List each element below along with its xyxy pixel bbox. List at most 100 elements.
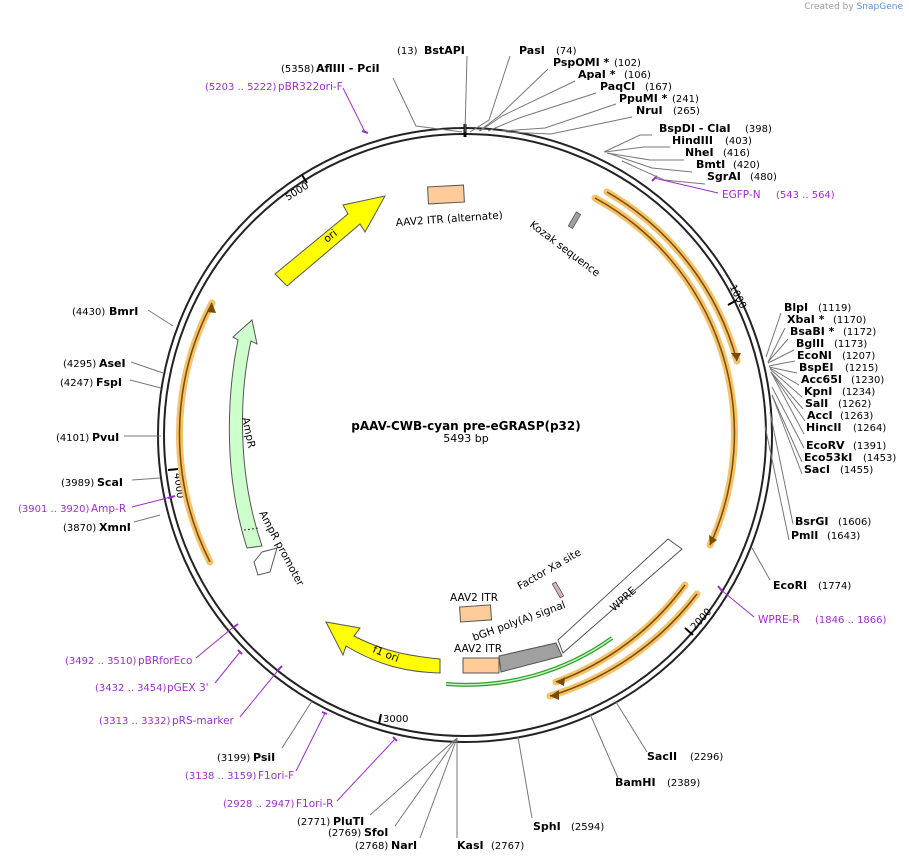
site-labels-text: BspDI - ClaI (659, 122, 731, 135)
tick-3000: 3000 (378, 713, 408, 725)
site-labels-text: PvuI (92, 431, 119, 444)
site-labels-text: SacI (804, 463, 830, 476)
site-pvui: (4101)PvuI (56, 431, 119, 444)
site-labels-text: NheI (685, 146, 714, 159)
primer-labels-text: (3432 .. 3454) (95, 683, 167, 694)
feature-aav2-itr-2: AAV2 ITR (454, 643, 502, 674)
site-labels-text: (1119) (818, 303, 851, 314)
orf-arc-line (555, 584, 686, 683)
site-labels-text: PasI (519, 44, 545, 57)
primer-egfp-n: EGFP-N(543 .. 564) (722, 189, 835, 201)
site-labels-text: BlpI (784, 301, 808, 314)
site-labels-text: (4295) (63, 359, 96, 370)
site-labels-text: (1230) (851, 375, 884, 386)
primer-labels-text: F1ori-F (258, 770, 294, 782)
site-kasi: KasI(2767) (457, 839, 524, 852)
site-pmli: PmlI(1643) (791, 529, 860, 542)
primer-pbr322ori-f: (5203 .. 5222)pBR322ori-F (205, 81, 343, 93)
site-labels-text: (13) (397, 46, 418, 57)
orf-arc-line (594, 197, 736, 546)
site-pspomi: PspOMI *(102) (553, 56, 641, 69)
site-labels-text: PluTI (333, 815, 364, 828)
site-labels-text: BamHI (615, 776, 656, 789)
primer-wpre-r: WPRE-R(1846 .. 1866) (758, 614, 887, 626)
primer-labels-text: (1846 .. 1866) (815, 615, 887, 626)
site-labels-text: (398) (745, 124, 772, 135)
primer-labels-text: pRS-marker (172, 715, 235, 727)
site-labels-text: Eco53kI (804, 451, 852, 464)
site-bstapi: (13) BstAPI (397, 44, 465, 57)
site-labels-text: (416) (723, 148, 750, 159)
primer-labels-text: (3901 .. 3920) (18, 504, 90, 515)
site-bmri: (4430)BmrI (72, 305, 138, 318)
site-labels-text: PaqCI (600, 80, 635, 93)
site-labels-text: (74) (556, 46, 577, 57)
site-pasi: PasI (74) (519, 44, 577, 57)
site-labels-text: PsiI (253, 751, 275, 764)
primer-leaders (131, 87, 755, 802)
site-bsrgi: BsrGI(1606) (795, 515, 871, 528)
feature-ori: ori (274, 195, 386, 287)
site-sfoi: (2769)SfoI (328, 826, 388, 839)
feature-aav2-itr-1: AAV2 ITR (450, 592, 498, 623)
site-fspi: (4247)FspI (60, 376, 122, 389)
orf-arcs (176, 188, 741, 700)
site-labels-text: (1264) (853, 423, 886, 434)
site-labels-text: (1606) (838, 517, 871, 528)
primer-labels-text: (3492 .. 3510) (65, 656, 137, 667)
feature-factor-xa-site-text: Factor Xa site (516, 546, 584, 592)
site-labels-text: (3989) (61, 478, 94, 489)
site-labels-text: NarI (391, 839, 417, 852)
feature-kozak-sequence: Kozak sequence (527, 211, 602, 279)
site-bsabi: BsaBI *(1172) (790, 325, 876, 338)
orf-arc-line (606, 191, 738, 362)
site-xbai: XbaI *(1170) (787, 313, 866, 326)
site-labels-text: (4430) (72, 307, 105, 318)
site-blpi: BlpI (1119) (784, 301, 851, 314)
primer-labels-text: Amp-R (91, 503, 126, 515)
site-labels-text: PspOMI * (553, 56, 610, 69)
site-labels-text: BglII (796, 337, 824, 350)
orf-arrowhead (550, 690, 559, 700)
site-labels-text: KasI (457, 839, 484, 852)
feature-aav2-itr-alternate: AAV2 ITR (alternate) (395, 184, 503, 229)
site-labels-text: (2594) (571, 822, 604, 833)
site-econi: EcoNI(1207) (797, 349, 875, 362)
site-ppumi: PpuMI *(241) (619, 92, 699, 105)
site-bglii: BglII(1173) (796, 337, 867, 350)
plasmid-name: pAAV-CWB-cyan pre-eGRASP(p32) (351, 419, 581, 433)
plasmid-length: 5493 bp (443, 432, 488, 445)
site-leaders (124, 55, 806, 839)
site-labels-text: BmtI (696, 158, 725, 171)
feature-aav2-itr-1-text: AAV2 ITR (450, 592, 498, 604)
site-xmni: (3870)XmnI (63, 521, 131, 534)
site-labels-text: (106) (624, 70, 651, 81)
site-labels-text: PpuMI * (619, 92, 668, 105)
site-labels-text: (1234) (842, 387, 875, 398)
site-bmti: BmtI(420) (696, 158, 760, 171)
orf-arc-line (178, 302, 213, 563)
primer-pbrforeco: (3492 .. 3510)pBRforEco (65, 655, 192, 667)
feature-aav2-itr-alternate-text: AAV2 ITR (alternate) (395, 210, 503, 229)
site-labels-text: (1643) (827, 531, 860, 542)
site-labels-text: SacII (647, 750, 677, 763)
primer-f1ori-r: (2928 .. 2947)F1ori-R (223, 798, 333, 810)
site-hincii: HincII (1264) (806, 421, 886, 434)
site-eco53ki: Eco53kI(1453) (804, 451, 896, 464)
primer-labels-text: (5203 .. 5222) (205, 82, 277, 93)
site-labels-text: HincII (806, 421, 842, 434)
site-labels-text: BstAPI (424, 44, 465, 57)
site-labels-text: KpnI (804, 385, 832, 398)
site-labels-text: XmnI (99, 521, 131, 534)
primer-amp-r: (3901 .. 3920)Amp-R (18, 503, 126, 515)
site-psii: (3199)PsiI (217, 751, 275, 764)
site-labels-text: (1170) (833, 315, 866, 326)
site-labels-text: (3870) (63, 523, 96, 534)
orf-arrowhead (731, 353, 741, 361)
tick-3000-text: 3000 (383, 714, 408, 725)
site-labels-text: (167) (645, 82, 672, 93)
site-labels-text: (2771) (297, 817, 330, 828)
tick-1000: 1000 (727, 283, 748, 311)
site-labels-text: (1263) (840, 411, 873, 422)
